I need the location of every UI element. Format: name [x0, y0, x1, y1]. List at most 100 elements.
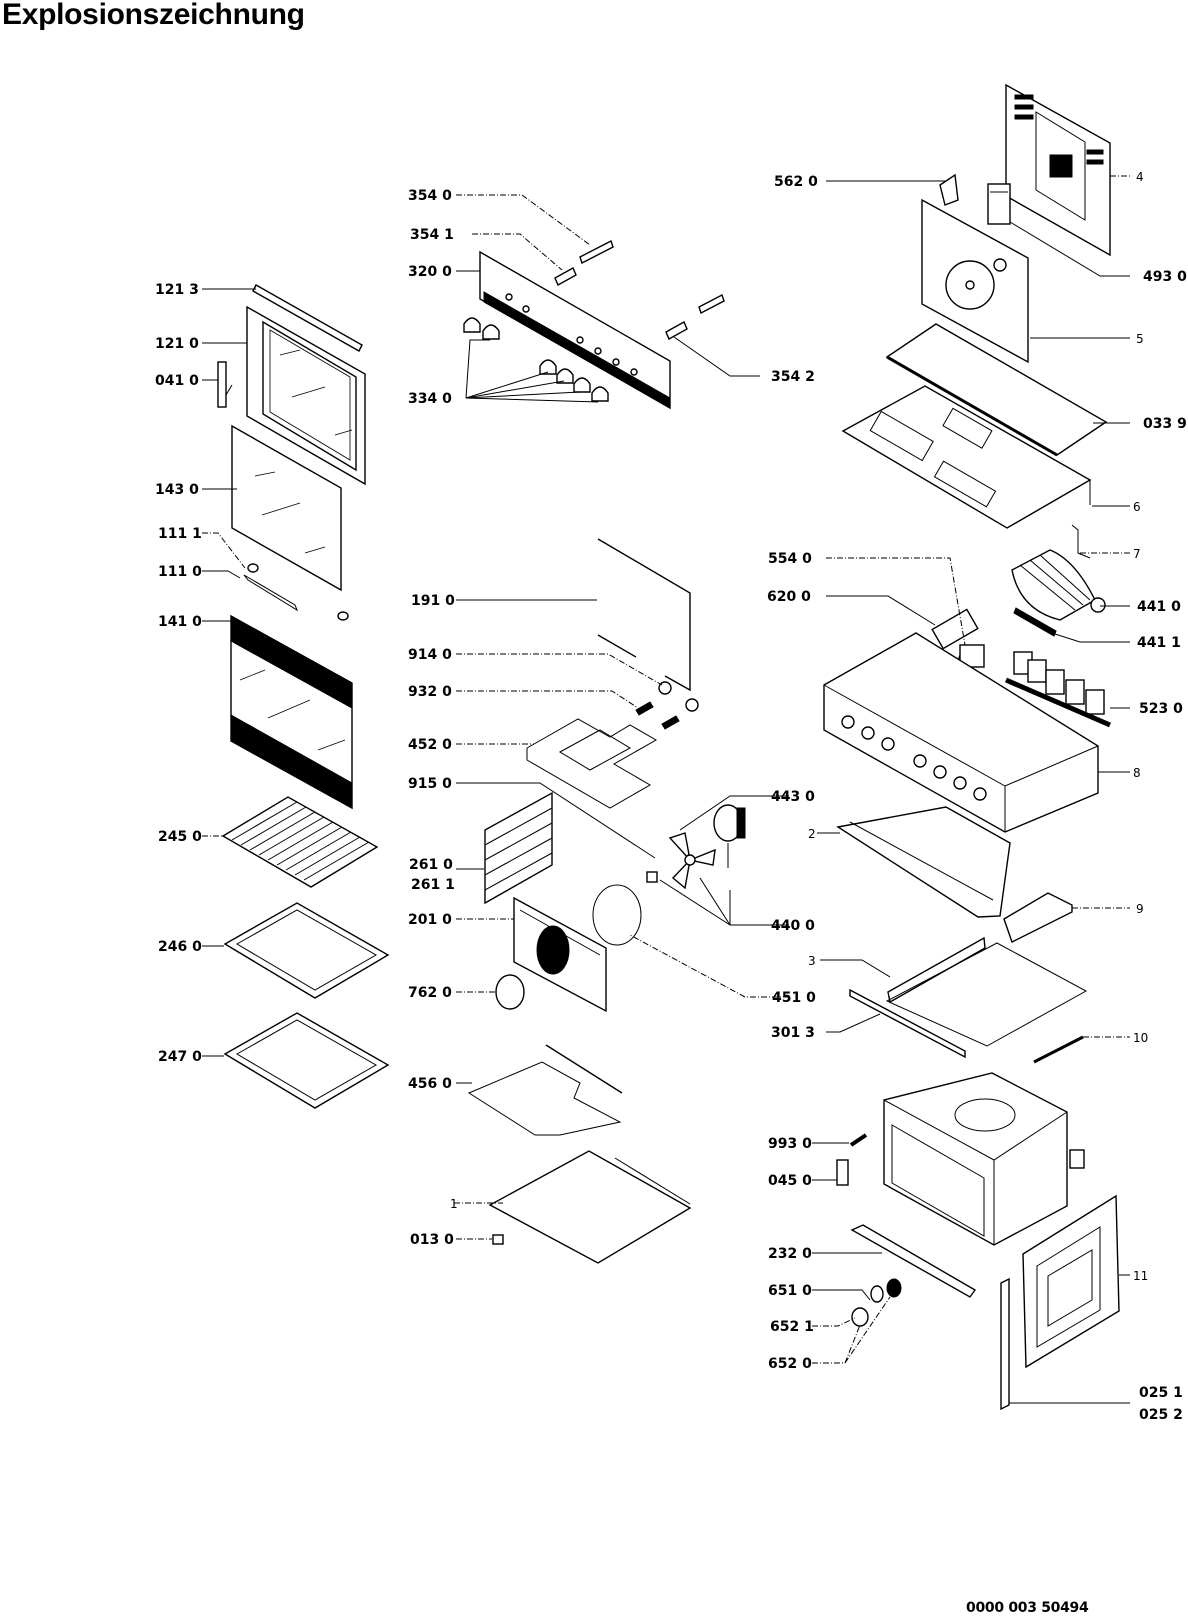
part-rail-3013 — [849, 988, 966, 1059]
document-number: 0000 003 50494 — [966, 1600, 1089, 1616]
part-screw-993 — [849, 1133, 868, 1147]
right-bottom-leaders — [812, 1142, 1130, 1404]
part-top-cover — [841, 385, 1092, 529]
right-mid-leaders — [817, 832, 1130, 1038]
part-insulation-mat — [885, 323, 1108, 457]
label-354-1: 354 1 — [410, 227, 454, 243]
middle-mid-leaders — [456, 599, 663, 859]
label-025-1: 025 1 — [1139, 1385, 1183, 1401]
label-121-0: 121 0 — [155, 336, 199, 352]
label-301-3: 301 3 — [771, 1025, 815, 1041]
part-nuts — [658, 681, 699, 712]
label-652-1: 652 1 — [770, 1319, 814, 1335]
label-033-9: 033 9 — [1143, 416, 1187, 432]
label-11: 11 — [1133, 1269, 1148, 1283]
label-441-0: 441 0 — [1137, 599, 1181, 615]
part-fan-heating-ring — [592, 884, 642, 946]
label-5: 5 — [1136, 332, 1144, 346]
left-leaders — [202, 288, 256, 1057]
part-hinge-strip — [1000, 1277, 1010, 1411]
label-914-0: 914 0 — [408, 647, 452, 663]
label-354-2: 354 2 — [771, 369, 815, 385]
part-front-frame-11 — [1022, 1194, 1120, 1369]
middle-bottom-leaders — [454, 1082, 503, 1240]
part-shelf-supports — [484, 791, 553, 905]
part-terminal-block — [987, 183, 1011, 225]
label-993-0: 993 0 — [768, 1136, 812, 1152]
label-2: 2 — [808, 827, 816, 841]
label-354-0: 354 0 — [408, 188, 452, 204]
part-lamp-parts — [851, 1278, 902, 1327]
label-8: 8 — [1133, 766, 1141, 780]
label-651-0: 651 0 — [768, 1283, 812, 1299]
part-control-panel — [479, 250, 671, 410]
part-outer-door-glass — [230, 614, 353, 810]
part-rear-panel — [1005, 83, 1111, 257]
part-switches-620 — [931, 608, 979, 650]
label-3: 3 — [808, 954, 816, 968]
part-foot — [492, 1234, 504, 1245]
label-4: 4 — [1136, 170, 1144, 184]
label-6: 6 — [1133, 500, 1141, 514]
part-bracket-562 — [939, 173, 959, 206]
label-111-0: 111 0 — [158, 564, 202, 580]
label-041-0: 041 0 — [155, 373, 199, 389]
label-191-0: 191 0 — [411, 593, 455, 609]
part-oven-floor-panel — [488, 1150, 692, 1264]
label-111-1: 111 1 — [158, 526, 202, 542]
label-652-0: 652 0 — [768, 1356, 812, 1372]
label-932-0: 932 0 — [408, 684, 452, 700]
part-lamp-cover — [495, 974, 525, 1010]
label-025-2: 025 2 — [1139, 1407, 1183, 1423]
part-door-hinge — [217, 361, 233, 408]
part-control-housing — [823, 632, 1099, 833]
part-rear-fan-cover — [513, 896, 607, 1013]
part-wire-rack — [221, 796, 379, 888]
label-232-0: 232 0 — [768, 1246, 812, 1262]
part-fan-plate — [921, 198, 1029, 364]
label-1: 1 — [450, 1197, 458, 1211]
label-451-0: 451 0 — [772, 990, 816, 1006]
part-inner-glass-panel — [231, 424, 342, 592]
label-013-0: 013 0 — [410, 1232, 454, 1248]
label-334-0: 334 0 — [408, 391, 452, 407]
part-door-inner-frame — [246, 305, 366, 486]
part-labels: 121 3 121 0 041 0 143 0 111 1 111 0 141 … — [155, 170, 1187, 1423]
label-7: 7 — [1133, 547, 1141, 561]
label-440-0: 440 0 — [771, 918, 815, 934]
part-control-knobs — [463, 317, 609, 402]
label-245-0: 245 0 — [158, 829, 202, 845]
label-554-0: 554 0 — [768, 551, 812, 567]
part-rod-10 — [1033, 1035, 1084, 1064]
label-141-0: 141 0 — [158, 614, 202, 630]
right-upper-leaders — [826, 175, 1130, 773]
part-bottom-trim — [850, 1224, 977, 1298]
label-320-0: 320 0 — [408, 264, 452, 280]
label-10: 10 — [1133, 1031, 1148, 1045]
label-121-3: 121 3 — [155, 282, 199, 298]
part-oven-cavity — [883, 1072, 1085, 1246]
part-oven-window-seal — [597, 538, 691, 692]
label-562-0: 562 0 — [774, 174, 818, 190]
part-bottom-heating-element — [467, 1044, 623, 1136]
label-441-1: 441 1 — [1137, 635, 1181, 651]
label-261-0: 261 0 — [409, 857, 453, 873]
label-443-0: 443 0 — [771, 789, 815, 805]
part-door-handle — [243, 563, 349, 621]
label-143-0: 143 0 — [155, 482, 199, 498]
label-620-0: 620 0 — [767, 589, 811, 605]
label-452-0: 452 0 — [408, 737, 452, 753]
diagram-title: Explosionszeichnung — [2, 0, 305, 31]
label-201-0: 201 0 — [408, 912, 452, 928]
part-selector-switches — [1005, 651, 1111, 728]
label-9: 9 — [1136, 902, 1144, 916]
label-762-0: 762 0 — [408, 985, 452, 1001]
part-cover-9 — [1003, 892, 1073, 943]
label-247-0: 247 0 — [158, 1049, 202, 1065]
part-side-panel-3 — [885, 936, 1088, 1047]
label-246-0: 246 0 — [158, 939, 202, 955]
part-knob-spindles — [554, 240, 725, 340]
part-tangential-fan — [1011, 549, 1106, 621]
label-456-0: 456 0 — [408, 1076, 452, 1092]
